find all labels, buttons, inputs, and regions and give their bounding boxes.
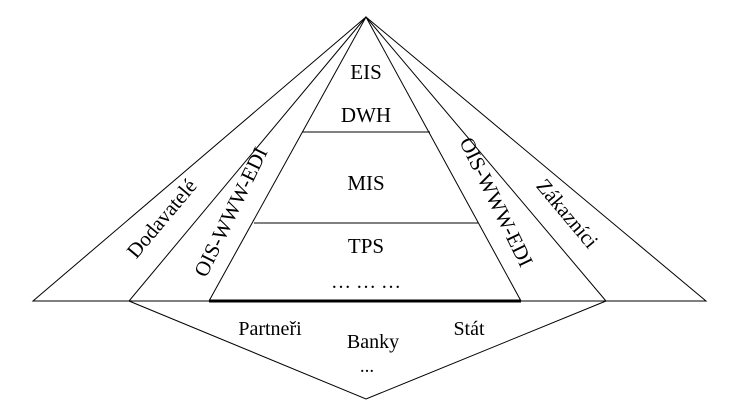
inner-pyramid-outline: [208, 15, 522, 302]
suppliers-label: Dodavatelé: [122, 174, 202, 263]
level-eis-label: EIS: [350, 60, 382, 84]
level-ellipsis-label: … … …: [331, 271, 401, 293]
partners-label: Partneři: [238, 318, 302, 340]
banks-label: Banky: [347, 331, 399, 353]
level-dwh-label: DWH: [341, 103, 391, 127]
ois-www-edi-left-label: OIS-WWW-EDI: [189, 143, 272, 280]
base-ellipsis-label: ...: [360, 356, 374, 377]
customers-label: Zákazníci: [532, 174, 604, 253]
level-tps-label: TPS: [348, 234, 384, 258]
state-label: Stát: [453, 318, 485, 340]
lower-diamond: [128, 300, 607, 400]
level-mis-label: MIS: [347, 171, 384, 195]
